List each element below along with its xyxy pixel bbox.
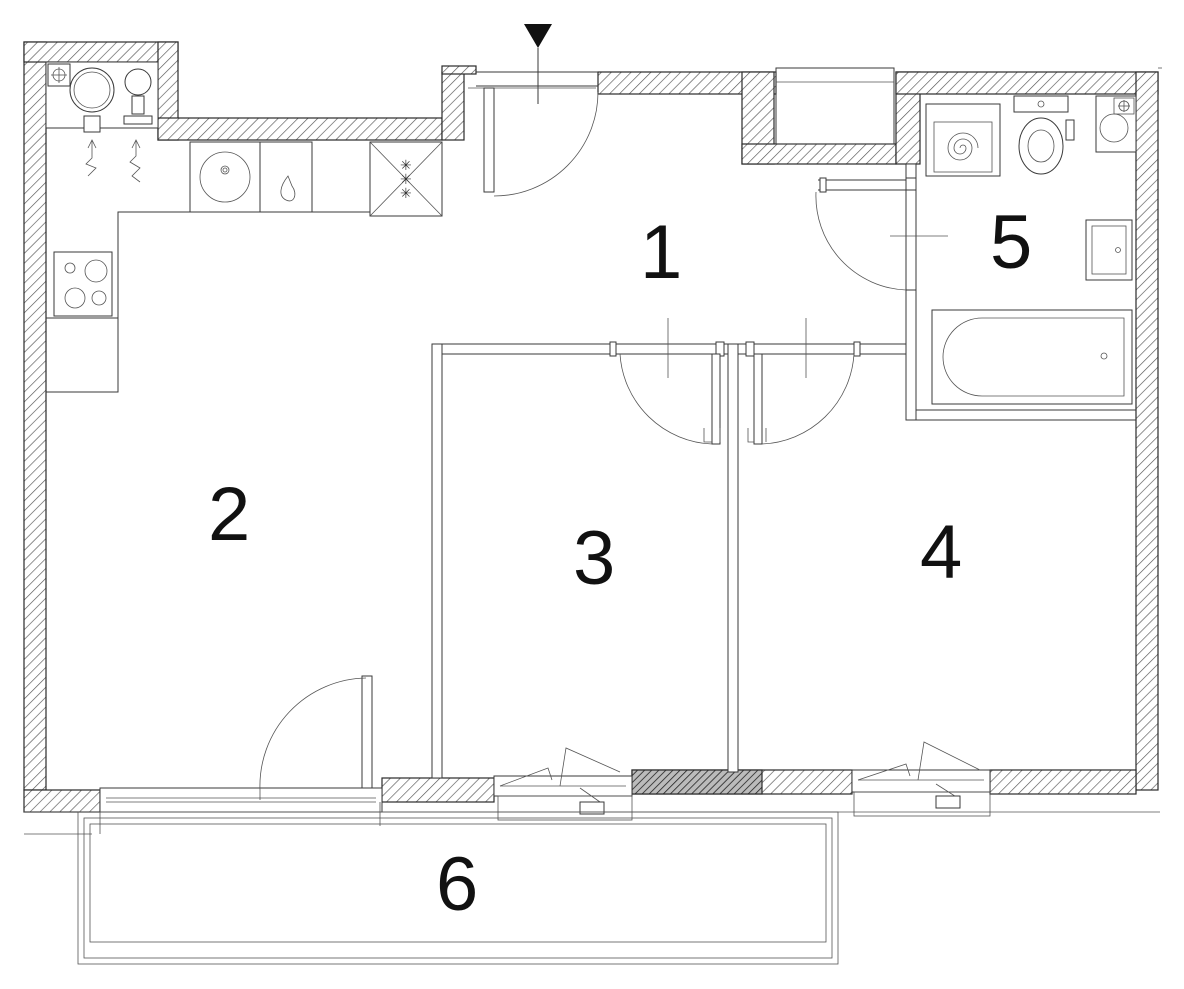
balcony-outer — [77, 811, 839, 965]
wall-bottom-left — [23, 789, 101, 813]
room-labels: 1 2 3 4 5 6 — [208, 200, 1032, 927]
dishwasher — [259, 141, 313, 213]
room-3-label: 3 — [573, 516, 615, 601]
snowflake-icon: ✳ — [400, 172, 412, 188]
burner-icon — [84, 259, 108, 283]
room-4-label: 4 — [920, 510, 962, 595]
bathroom-door-leaf — [905, 189, 917, 291]
wall-kitchen-niche-top — [23, 41, 179, 63]
spiral-icon — [947, 132, 979, 161]
burner-icon — [64, 262, 76, 274]
wall-bottom-room4-right — [989, 769, 1137, 795]
interior-doors — [609, 318, 861, 445]
boiler — [69, 67, 115, 113]
entrance-door-leaf — [483, 87, 495, 193]
shaft-opening — [775, 67, 895, 145]
washing-machine — [925, 103, 1001, 177]
room-6-label: 6 — [436, 842, 478, 927]
balcony-door-swing — [259, 677, 367, 791]
bathtub — [931, 309, 1133, 405]
riser-box — [1095, 95, 1137, 153]
balcony-door-leaf — [361, 675, 373, 789]
bathroom-door-swing — [815, 191, 907, 291]
wall-right — [1135, 71, 1159, 791]
toilet-bowl — [1018, 117, 1064, 175]
entrance-arrow-icon — [524, 24, 552, 48]
wall-shaft-bottom — [741, 143, 897, 165]
wall-kitchen-top — [157, 117, 443, 141]
water-pipe-zigzag — [129, 140, 141, 183]
partition-bathroom-left-lower — [905, 289, 917, 421]
bathtub-inner — [942, 317, 1125, 397]
wall-entrance-left — [441, 71, 465, 141]
entrance — [468, 24, 599, 197]
room-2-label: 2 — [208, 472, 250, 557]
room4-door-leaf — [753, 353, 763, 445]
entrance-door-swing — [493, 91, 599, 197]
water-heater — [124, 68, 152, 96]
room3-door-leaf — [711, 353, 721, 445]
room-5-label: 5 — [990, 200, 1032, 285]
openings — [99, 675, 991, 821]
room4-door-swing — [761, 353, 855, 445]
washbasin — [1085, 219, 1133, 281]
kitchen: ✳ ✳ ✳ — [45, 61, 443, 393]
partition-room3-room4 — [727, 343, 739, 773]
room3-door-swing — [619, 353, 713, 445]
wall-bottom-column — [631, 769, 763, 795]
walls — [23, 41, 1162, 813]
gas-pipe-zigzag — [85, 140, 97, 177]
burner-icon — [64, 287, 86, 309]
balcony — [24, 802, 1160, 965]
bathroom — [815, 95, 1137, 405]
wall-left — [23, 41, 47, 791]
kitchen-sink — [189, 141, 261, 213]
partition-room3-left — [431, 343, 443, 779]
burner-icon — [91, 290, 107, 306]
wall-bottom-room2 — [381, 777, 495, 803]
balcony-door-frame — [99, 787, 383, 813]
wall-entrance-left-top — [441, 65, 477, 75]
room4-window — [851, 769, 991, 793]
snowflake-icon: ✳ — [400, 186, 412, 202]
toilet-tank — [1013, 95, 1069, 113]
cooktop — [53, 251, 113, 317]
snowflake-icon: ✳ — [400, 158, 412, 174]
wall-top-bathroom — [895, 71, 1159, 95]
water-drop-icon — [280, 175, 296, 202]
room-1-label: 1 — [640, 210, 682, 295]
